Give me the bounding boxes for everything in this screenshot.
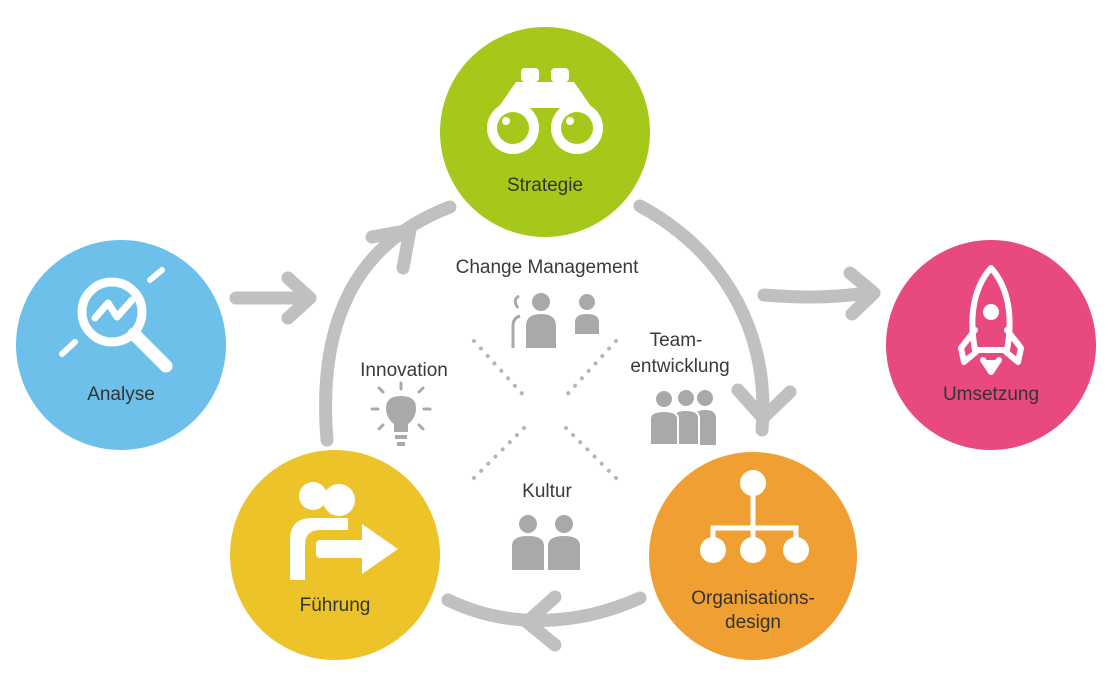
center-kultur: Kultur <box>512 481 580 570</box>
magnifier-chart-icon <box>59 267 173 373</box>
arrowhead-to-fuehrung <box>520 590 562 652</box>
dotted-line-4 <box>560 422 618 480</box>
fuehrung-label: Führung <box>300 595 371 616</box>
arrowhead-umsetzung <box>843 266 881 321</box>
rocket-icon <box>958 265 1024 375</box>
organisationsdesign-label-line1: Organisations- <box>691 588 815 609</box>
person-arrow-icon <box>290 482 398 580</box>
center-teamentwicklung: Team- entwicklung <box>630 330 730 446</box>
org-chart-icon <box>700 470 809 563</box>
teamentwicklung-label-line1: Team- <box>650 330 703 351</box>
dotted-cross <box>472 339 618 480</box>
node-organisationsdesign: Organisations- design <box>649 452 857 660</box>
dotted-line-2 <box>560 339 618 402</box>
dotted-line-3 <box>472 422 530 480</box>
node-umsetzung: Umsetzung <box>886 240 1096 450</box>
center-change-management: Change Management <box>456 257 639 348</box>
innovation-label: Innovation <box>360 360 448 381</box>
node-analyse: Analyse <box>16 240 226 450</box>
arc-fuehrung-to-strategie <box>319 200 457 447</box>
teamentwicklung-label-line2: entwicklung <box>630 356 729 377</box>
strategie-label: Strategie <box>507 175 583 196</box>
arc-strategie-to-organisationsdesign <box>633 199 770 437</box>
kultur-label: Kultur <box>522 481 572 502</box>
umsetzung-label: Umsetzung <box>943 384 1039 405</box>
strategie-circle <box>440 27 650 237</box>
lightbulb-icon <box>370 381 432 446</box>
umsetzung-circle <box>886 240 1096 450</box>
node-strategie: Strategie <box>440 27 650 237</box>
dotted-line-1 <box>472 339 530 402</box>
two-people-icon <box>512 515 580 570</box>
arc-organisationsdesign-to-fuehrung <box>441 591 647 627</box>
change-management-label: Change Management <box>456 257 639 278</box>
arrowhead-analyse <box>281 271 317 325</box>
arrow-cycle-to-umsetzung <box>757 286 875 304</box>
binoculars-icon <box>487 68 603 154</box>
arrowhead-to-strategie <box>365 223 417 275</box>
cycle-arrows <box>229 199 881 652</box>
analyse-label: Analyse <box>87 384 155 405</box>
team-icon <box>649 388 716 446</box>
people-change-icon <box>511 293 599 348</box>
center-innovation: Innovation <box>360 360 448 446</box>
organisationsdesign-label-line2: design <box>725 612 781 633</box>
arrowhead-to-organisationsdesign <box>731 383 797 425</box>
node-fuehrung: Führung <box>230 450 440 660</box>
